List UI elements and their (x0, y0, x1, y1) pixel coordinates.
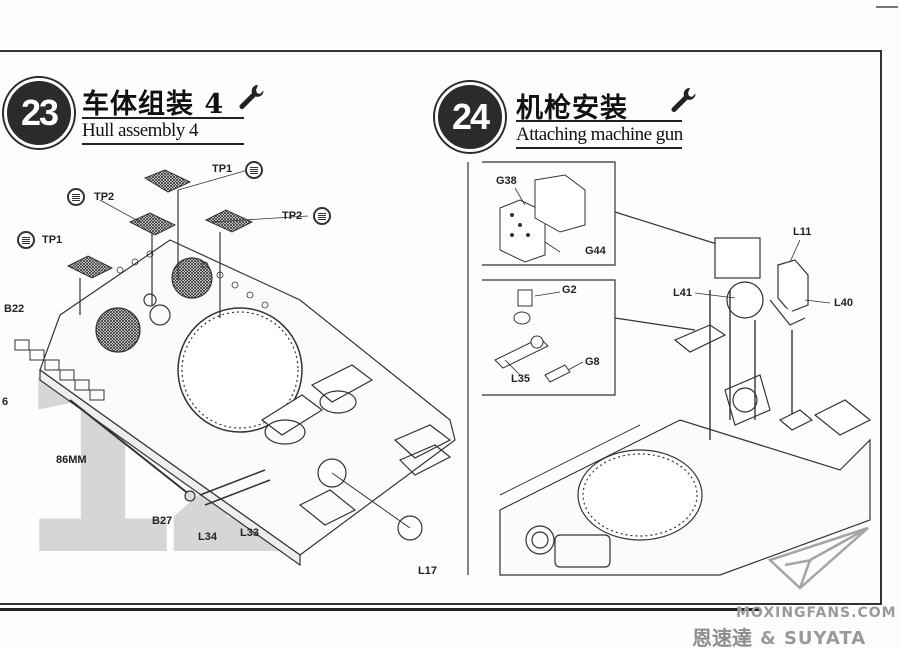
part-label-b27: B27 (152, 515, 173, 527)
frame-top-border (0, 50, 882, 52)
step-24-subtitle-rule (516, 147, 682, 149)
step-24-badge: 24 (435, 82, 505, 152)
hull-assembly-23 (14, 239, 456, 567)
part-label-86mm: 86MM (56, 454, 87, 466)
part-label-b22: B22 (4, 303, 25, 315)
part-label-l33: L33 (240, 527, 259, 539)
part-label-l11: L11 (793, 226, 812, 238)
part-label-tp2-right: TP2 (282, 210, 303, 222)
step-23-subtitle-rule (82, 143, 244, 145)
leader-lines (504, 187, 831, 376)
photo-etch-screens (66, 169, 309, 318)
part-label-l41: L41 (673, 287, 692, 299)
part-label-tp2-left: TP2 (94, 191, 115, 203)
wrench-icon (239, 84, 264, 109)
step-23-title-en: Hull assembly 4 (82, 120, 199, 141)
part-label-l40: L40 (834, 297, 853, 309)
step-24-title-en: Attaching machine gun (516, 124, 683, 145)
part-label-l17: L17 (418, 565, 437, 577)
paper-plane-logo (767, 526, 869, 590)
inset-bracket-g38 (499, 174, 586, 263)
part-label-l34: L34 (198, 531, 217, 543)
corner-mark (876, 6, 898, 8)
step-23-title-rule (82, 117, 244, 119)
step-24-title-rule (516, 120, 682, 122)
part-label-g8: G8 (585, 356, 600, 368)
frame-bottom-border (0, 603, 882, 605)
part-label-g44: G44 (585, 245, 606, 257)
part-label-6: 6 (2, 396, 9, 408)
watermark-brand-cn: 恩速達 (692, 626, 752, 650)
step-24-title-cn: 机枪安装 (516, 93, 628, 124)
inset-mg-parts (494, 289, 571, 383)
part-label-l35: L35 (511, 373, 530, 385)
photo-etch-icon (245, 161, 263, 179)
frame-right-border (880, 50, 882, 605)
watermark-site: MOXINGFANS.COM (736, 605, 897, 621)
photo-etch-icon (17, 231, 35, 249)
wrench-icon (671, 87, 696, 112)
part-label-g2: G2 (562, 284, 577, 296)
part-label-g38: G38 (496, 175, 517, 187)
frame-bottom-thick-border (0, 608, 760, 611)
step-23-badge: 23 (4, 78, 74, 148)
part-label-tp1-top: TP1 (212, 163, 233, 175)
step-24-inset-frames (467, 161, 721, 575)
step-23-title-cn: 车体组装 4 (82, 89, 225, 120)
photo-etch-icon (67, 188, 85, 206)
hull-assembly-24 (499, 237, 872, 576)
photo-etch-icon (313, 207, 331, 225)
watermark-brand-en: & SUYATA (760, 628, 867, 649)
part-label-tp1-left: TP1 (42, 234, 63, 246)
